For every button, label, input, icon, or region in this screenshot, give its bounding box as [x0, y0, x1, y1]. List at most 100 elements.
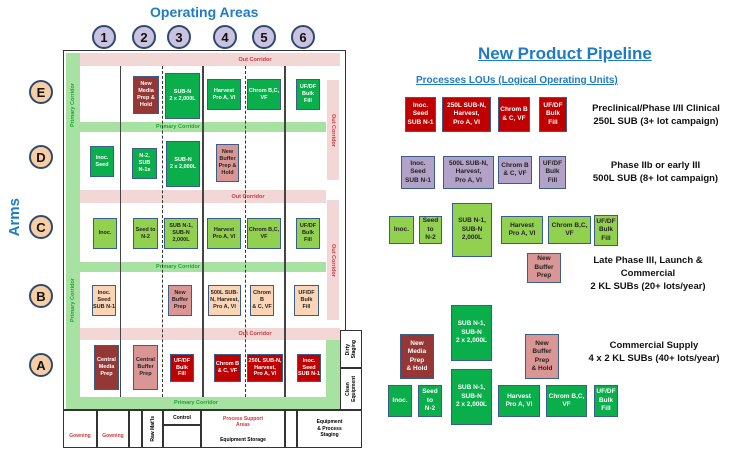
room-a-chrom[interactable]: Chrom B & C, VF — [214, 354, 241, 382]
room-b-inoc-seed[interactable]: Inoc. Seed SUB N-1 — [92, 285, 116, 316]
room-a-250l-sub[interactable]: 250L SUB-N, Harvest, Pro A, VI — [247, 354, 283, 382]
lou-phase4-sub-1: SUB N-1, SUB-N 2 x 2,000L — [451, 305, 492, 361]
arm-a: A — [29, 353, 53, 377]
out-corridor-label: Out Corridor — [238, 56, 272, 63]
primary-corridor-label: Primary Corridor — [155, 264, 200, 270]
arm-b: B — [29, 284, 53, 308]
dashed-divider — [162, 66, 163, 397]
equipment-storage-label: Equipment Storage — [220, 436, 266, 443]
operating-area-4: 4 — [213, 25, 237, 49]
arm-c: C — [29, 215, 53, 239]
lou-phase1-ufdf: UF/DF Bulk Fill — [539, 97, 567, 132]
lou-phase4-sub-2: SUB N-1, SUB-N 2 x 2,000L — [451, 369, 492, 425]
lou-phase1-250l-sub: 250L SUB-N, Harvest, Pro A, VI — [442, 97, 491, 132]
lou-phase3-sub: SUB N-1, SUB-N 2,000L — [452, 203, 492, 257]
operating-area-1: 1 — [92, 25, 116, 49]
room-d-inoc-seed[interactable]: Inoc. Seed — [90, 146, 114, 177]
room-e-new-media-prep[interactable]: New Media Prep & Hold — [133, 76, 159, 114]
primary-corridor-vertical: Primary Corridor Primary Corridor — [66, 53, 80, 408]
operating-area-5: 5 — [252, 25, 276, 49]
lou-phase4-inoc: Inoc. — [388, 385, 412, 417]
room-a-ufdf[interactable]: UF/DF Bulk Fill — [170, 354, 194, 382]
room-e-ufdf[interactable]: UF/DF Bulk Fill — [296, 79, 320, 110]
gowning-label: Gowning — [102, 433, 124, 439]
phase3-description: Late Phase III, Launch & Commercial 2 KL… — [590, 255, 706, 292]
raw-materials-label: Raw Mat'ls — [149, 416, 156, 442]
wall — [202, 66, 204, 397]
lou-phase2-chrom: Chrom B & C, VF — [498, 156, 532, 184]
out-corridor-label: Out Corridor — [231, 193, 265, 200]
lou-phase3-chrom: Chrom B,C, VF — [548, 216, 591, 244]
lou-phase4-harvest: Harvest Pro A, VI — [498, 385, 540, 417]
control-label: Control — [173, 414, 191, 421]
arms-label: Arms — [6, 198, 23, 237]
room-c-ufdf[interactable]: UF/DF Bulk Fill — [296, 218, 320, 249]
dirty-staging-label: Dirty Staging — [345, 339, 357, 359]
control-room: Control — [163, 410, 201, 425]
room-a-central-media-prep[interactable]: Central Media Prep — [94, 345, 119, 390]
room-a-inoc-seed[interactable]: Inoc. Seed SUB N-1 — [297, 354, 321, 382]
out-corridor-label: Out Corridor — [238, 331, 272, 337]
room-d-new-buffer-prep[interactable]: New Buffer Prep & Hold — [216, 144, 239, 182]
primary-corridor-label: Primary Corridor — [70, 83, 76, 128]
room-c-chrom[interactable]: Chrom B,C, VF — [247, 218, 281, 249]
lou-phase2-500l-sub: 500L SUB-N, Harvest, Pro A, VI — [443, 156, 494, 189]
lou-phase1-chrom: Chrom B & C, VF — [498, 97, 530, 132]
primary-corridor-label: Primary Corridor — [155, 124, 200, 130]
lou-phase4-chrom: Chrom B,C, VF — [546, 385, 587, 417]
lou-phase3-ufdf: UF/DF Bulk Fill — [594, 215, 618, 246]
room-d-sub-n[interactable]: SUB-N 2 x 2,000L — [166, 141, 200, 187]
lou-phase1-inoc-seed: Inoc. Seed SUB N-1 — [405, 97, 436, 132]
phase4-description: Commercial Supply 4 x 2 KL SUBs (40+ lot… — [588, 340, 720, 364]
clean-equipment-label: Clean Equipment — [345, 376, 357, 402]
dirty-staging-room: Dirty Staging — [340, 330, 362, 368]
passage — [285, 410, 297, 448]
room-e-harvest[interactable]: Harvest Pro A, VI — [207, 79, 241, 110]
out-corridor: Out Corridor — [80, 328, 340, 340]
operating-area-6: 6 — [291, 25, 315, 49]
phase2-description: Phase IIb or early III 500L SUB (8+ lot … — [592, 160, 719, 184]
lou-phase4-new-media-prep: New Media Prep & Hold — [400, 334, 434, 379]
wall — [120, 66, 121, 397]
operating-areas-title: Operating Areas — [150, 4, 259, 20]
lou-phase3-new-buffer-prep: New Buffer Prep — [527, 253, 561, 283]
operating-area-2: 2 — [132, 25, 156, 49]
lou-phase2-ufdf: UF/DF Bulk Fill — [539, 156, 566, 189]
raw-materials-room: Raw Mat'ls — [142, 410, 163, 448]
wall — [284, 66, 286, 397]
room-d-n2-sub[interactable]: N-2, SUB N-1s — [132, 148, 157, 179]
arm-e: E — [29, 80, 53, 104]
lou-phase4-ufdf: UF/DF Bulk Fill — [594, 385, 618, 417]
out-corridor-vertical: Out Corridor — [327, 200, 339, 320]
room-e-chrom[interactable]: Chrom B,C, VF — [247, 79, 281, 110]
room-b-chrom[interactable]: Chrom B & C, VF — [250, 285, 274, 316]
room-c-seed[interactable]: Seed to N-2 — [133, 218, 158, 249]
room-c-inoc[interactable]: Inoc. — [93, 218, 117, 249]
lou-phase3-inoc: Inoc. — [389, 216, 414, 244]
lou-phase3-harvest: Harvest Pro A, VI — [501, 216, 543, 244]
lou-phase4-seed: Seed to N-2 — [418, 385, 442, 417]
out-corridor-label: Out Corridor — [330, 243, 336, 277]
out-corridor-label: Out Corridor — [330, 113, 336, 147]
room-b-new-buffer-prep[interactable]: New Buffer Prep — [168, 285, 192, 316]
room-c-sub[interactable]: SUB N-1, SUB-N 2,000L — [164, 218, 198, 249]
room-c-harvest[interactable]: Harvest Pro A, VI — [207, 218, 241, 249]
arm-d: D — [29, 145, 53, 169]
primary-corridor-label: Primary Corridor — [173, 400, 218, 406]
equipment-staging-label: Equipment & Process Staging — [316, 419, 343, 439]
process-support-label: Process Support Areas — [222, 415, 263, 428]
room-b-500l-sub[interactable]: 500L SUB- N, Harvest, Pro A, VI — [208, 285, 241, 316]
lou-phase3-seed: Seed to N-2 — [419, 216, 442, 244]
equipment-staging-room: Equipment & Process Staging — [297, 410, 362, 448]
clean-equipment-room: Clean Equipment — [340, 368, 362, 410]
gowning-room-1: Gowning — [63, 410, 97, 448]
primary-corridor-vertical — [326, 340, 340, 409]
out-corridor: Out Corridor — [80, 53, 340, 66]
room-e-sub-n[interactable]: SUB-N 2 x 2,000L — [165, 73, 200, 119]
primary-corridor: Primary Corridor — [66, 397, 326, 409]
primary-corridor-label: Primary Corridor — [70, 278, 76, 323]
phase1-description: Preclinical/Phase I/II Clinical 250L SUB… — [592, 103, 720, 127]
process-support-areas: Process Support Areas Equipment Storage — [201, 410, 285, 448]
room-b-ufdf[interactable]: UF/DF Bulk Fill — [294, 285, 319, 316]
room-a-central-buffer-prep[interactable]: Central Buffer Prep — [133, 345, 158, 390]
